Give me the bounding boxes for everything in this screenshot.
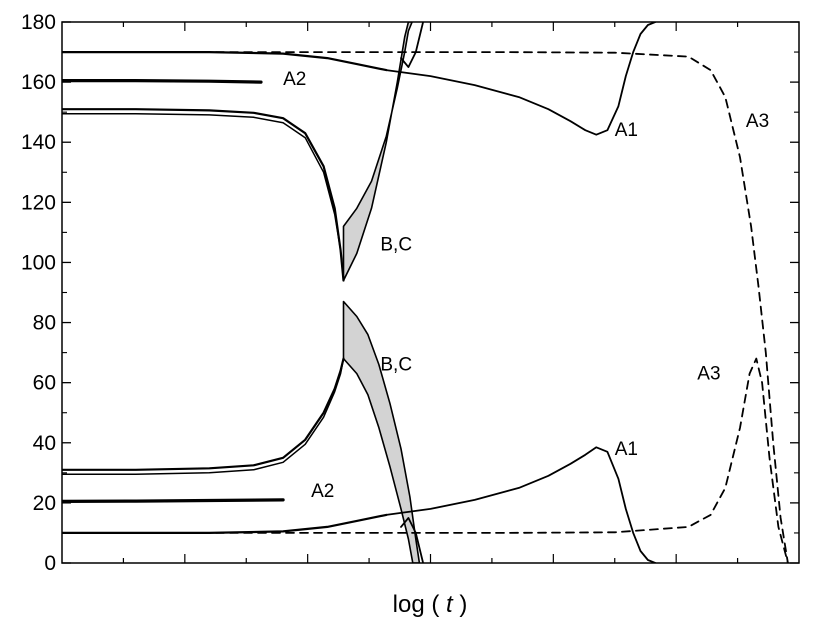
series-line-1 [62, 498, 285, 503]
curve-label-a2: A2 [283, 69, 306, 90]
y-tick-label-180: 180 [21, 11, 56, 34]
y-tick-label-0: 0 [44, 552, 56, 575]
series-line-13 [62, 357, 789, 563]
x-axis-label: log ( t ) [393, 591, 468, 618]
series-line-7 [62, 513, 388, 534]
y-tick-label-40: 40 [33, 432, 56, 455]
curve-label-a3: A3 [697, 364, 720, 385]
series-line-11 [400, 517, 424, 563]
y-tick-label-120: 120 [21, 191, 56, 214]
y-tick-label-140: 140 [21, 131, 56, 154]
series-line-6 [62, 51, 388, 72]
bc-lower-band [342, 300, 421, 563]
series-line-10 [400, 22, 424, 68]
ticks-layer [62, 21, 799, 564]
y-tick-label-20: 20 [33, 492, 56, 515]
series-line-3 [62, 112, 345, 282]
labels-layer: 020406080100120140160180A2A2A1A1A3A3B,CB… [21, 11, 769, 575]
curve-label-a2: A2 [311, 481, 334, 502]
curve-label-a3: A3 [746, 111, 769, 132]
series-layer [62, 22, 789, 563]
y-tick-label-80: 80 [33, 312, 56, 335]
series-line-12 [62, 51, 789, 563]
y-tick-label-60: 60 [33, 372, 56, 395]
y-tick-label-100: 100 [21, 251, 56, 274]
series-line-8 [385, 22, 657, 136]
series-line-0 [62, 79, 263, 84]
curve-label-a1: A1 [615, 120, 638, 141]
region-label-bc: B,C [380, 234, 412, 255]
series-line-9 [385, 446, 657, 563]
bc-upper-band [342, 22, 413, 282]
plot-frame [61, 21, 800, 564]
series-line-4 [62, 357, 345, 471]
bands-layer [342, 22, 421, 563]
series-line-5 [62, 357, 345, 476]
region-label-bc: B,C [380, 355, 412, 376]
y-tick-label-160: 160 [21, 71, 56, 94]
curve-label-a1: A1 [615, 439, 638, 460]
